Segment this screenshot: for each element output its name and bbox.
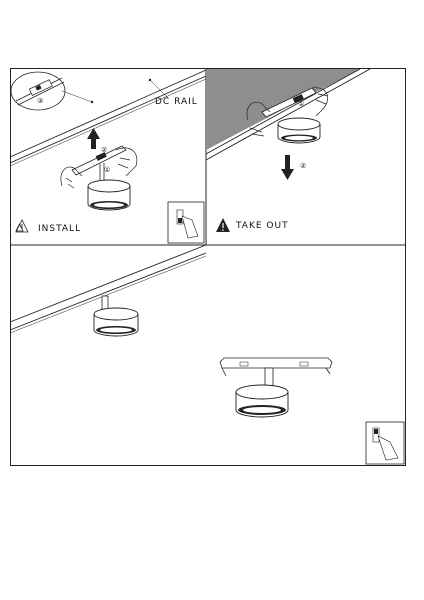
- install-step-three: ③: [37, 97, 44, 105]
- track-adapter-takeout: [261, 87, 317, 118]
- takeout-panel: [205, 68, 371, 232]
- install-panel: [9, 69, 207, 244]
- takeout-step-one: ①: [298, 100, 305, 108]
- caution-outline-icon: [15, 219, 29, 233]
- instruction-frame: [10, 68, 406, 466]
- track-adapter: [71, 145, 127, 180]
- hands-install: [60, 147, 138, 189]
- dc-rail: [9, 69, 207, 167]
- install-step-one: ①: [104, 166, 111, 174]
- caution-filled-icon: [216, 218, 230, 232]
- downlight-install: [87, 179, 131, 211]
- takeout-step-two: ②: [300, 162, 307, 170]
- rail-result: [9, 244, 207, 334]
- dc-rail-label: DC RAIL: [155, 97, 198, 107]
- result-panel: [9, 244, 405, 465]
- ceiling-shade: [206, 69, 360, 150]
- switch-off-inset: [167, 201, 205, 244]
- connector-detail-inset: [10, 71, 94, 111]
- rail-takeout: [205, 68, 371, 161]
- downlight-takeout: [277, 117, 321, 144]
- down-arrow: [281, 155, 294, 180]
- switch-on-inset: [365, 421, 405, 465]
- take-out-label: TAKE OUT: [236, 221, 289, 231]
- downlight-mounted: [93, 295, 139, 337]
- hands-takeout: [246, 87, 329, 137]
- install-label: INSTALL: [38, 224, 82, 234]
- up-arrow: [87, 128, 100, 149]
- install-step-two: ②: [101, 146, 108, 154]
- adapter-with-downlight: [219, 357, 333, 418]
